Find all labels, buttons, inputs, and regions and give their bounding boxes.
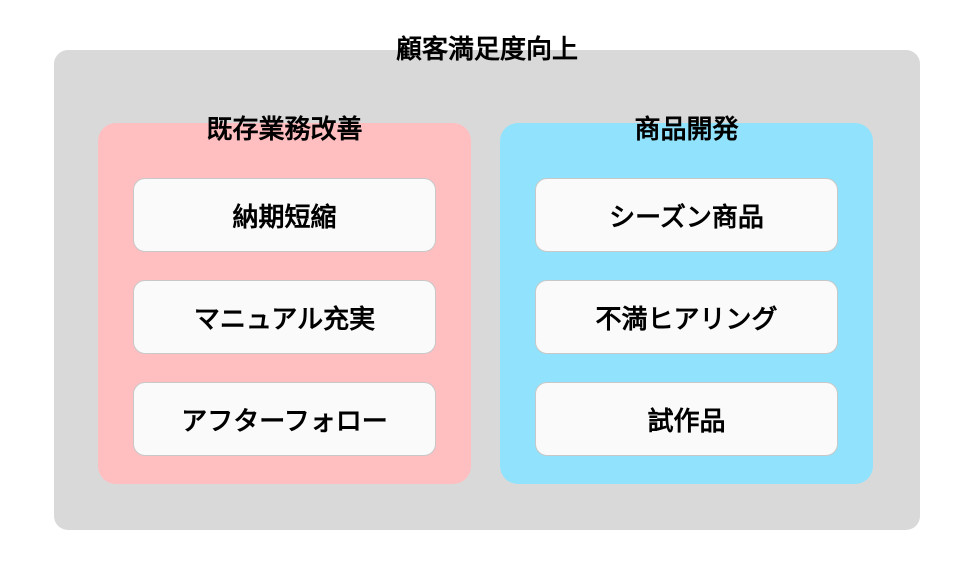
card-manual-enhancement: マニュアル充実 bbox=[133, 280, 436, 354]
card-prototype: 試作品 bbox=[535, 382, 838, 456]
card-delivery-shortening: 納期短縮 bbox=[133, 178, 436, 252]
group-title-existing-work-improvement: 既存業務改善 bbox=[206, 115, 363, 145]
card-after-follow: アフターフォロー bbox=[133, 382, 436, 456]
card-complaint-hearing: 不満ヒアリング bbox=[535, 280, 838, 354]
card-season-product: シーズン商品 bbox=[535, 178, 838, 252]
diagram-title: 顧客満足度向上 bbox=[395, 35, 578, 65]
group-title-product-development: 商品開発 bbox=[634, 115, 739, 145]
